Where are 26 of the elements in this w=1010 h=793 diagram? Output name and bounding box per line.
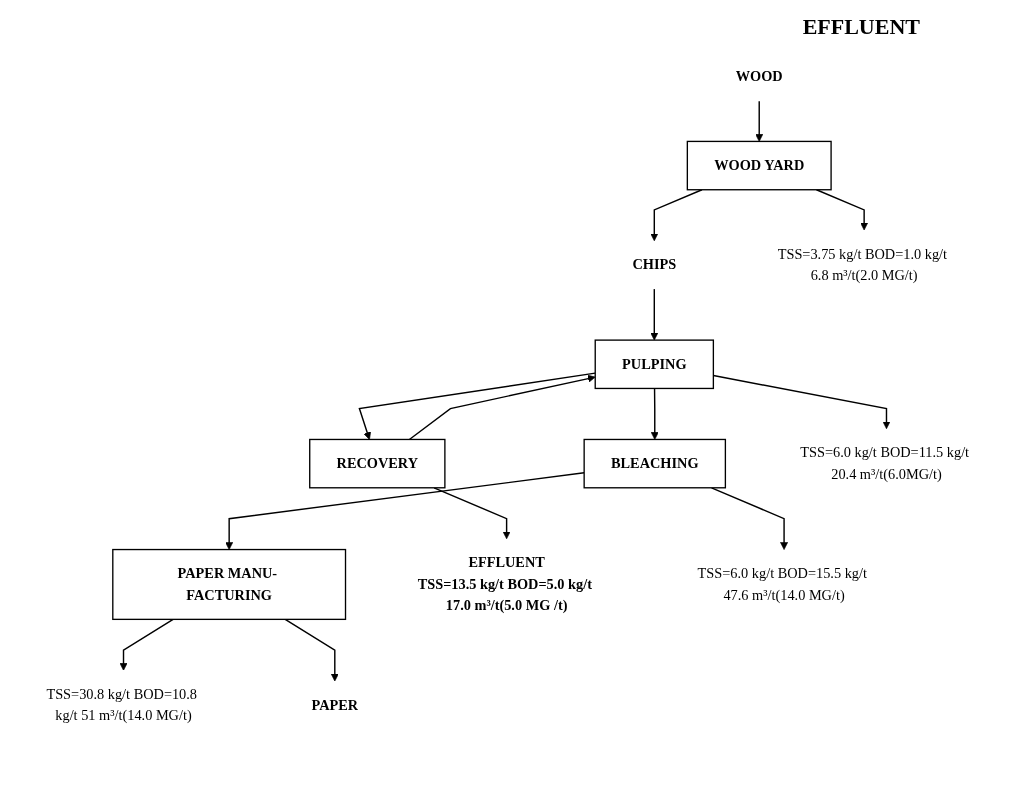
node-text: TSS=3.75 kg/t BOD=1.0 kg/t 6.8 m³/t(2.0 MG/t)	[777, 246, 948, 283]
arrow	[650, 288, 659, 341]
arrow	[225, 472, 585, 550]
arrow	[815, 189, 869, 231]
column-heading: EFFLUENT	[802, 14, 920, 40]
node-box: PAPER MANU- FACTURING	[112, 548, 347, 621]
arrow	[650, 189, 703, 242]
node-text: TSS=6.0 kg/t BOD=15.5 kg/t 47.6 m³/t(14.0 MG/t)	[697, 565, 867, 603]
node-text: TSS=30.8 kg/t BOD=10.8 kg/t 51 m³/t(14.0 MG/t)	[46, 686, 198, 724]
node-text: EFFLUENT TSS=13.5 kg/t BOD=5.0 kg/t 17.0 m³/t(5.0 MG /t)	[417, 554, 592, 614]
node-box: WOOD YARD	[686, 140, 832, 191]
arrow	[433, 487, 511, 540]
arrow	[650, 387, 659, 440]
node-text: PAPER	[311, 697, 359, 713]
arrow	[755, 100, 764, 142]
arrow	[358, 372, 596, 440]
node-box: BLEACHING	[583, 438, 727, 489]
arrow	[408, 374, 596, 441]
arrow	[710, 487, 788, 550]
node-text: CHIPS	[632, 256, 677, 273]
arrow	[119, 618, 174, 671]
arrow	[284, 618, 339, 682]
node-box: PULPING	[594, 339, 715, 390]
node-text: WOOD	[735, 68, 783, 85]
node-text: TSS=6.0 kg/t BOD=11.5 kg/t 20.4 m³/t(6.0MG/t)	[800, 444, 970, 482]
node-box: RECOVERY	[309, 438, 446, 489]
